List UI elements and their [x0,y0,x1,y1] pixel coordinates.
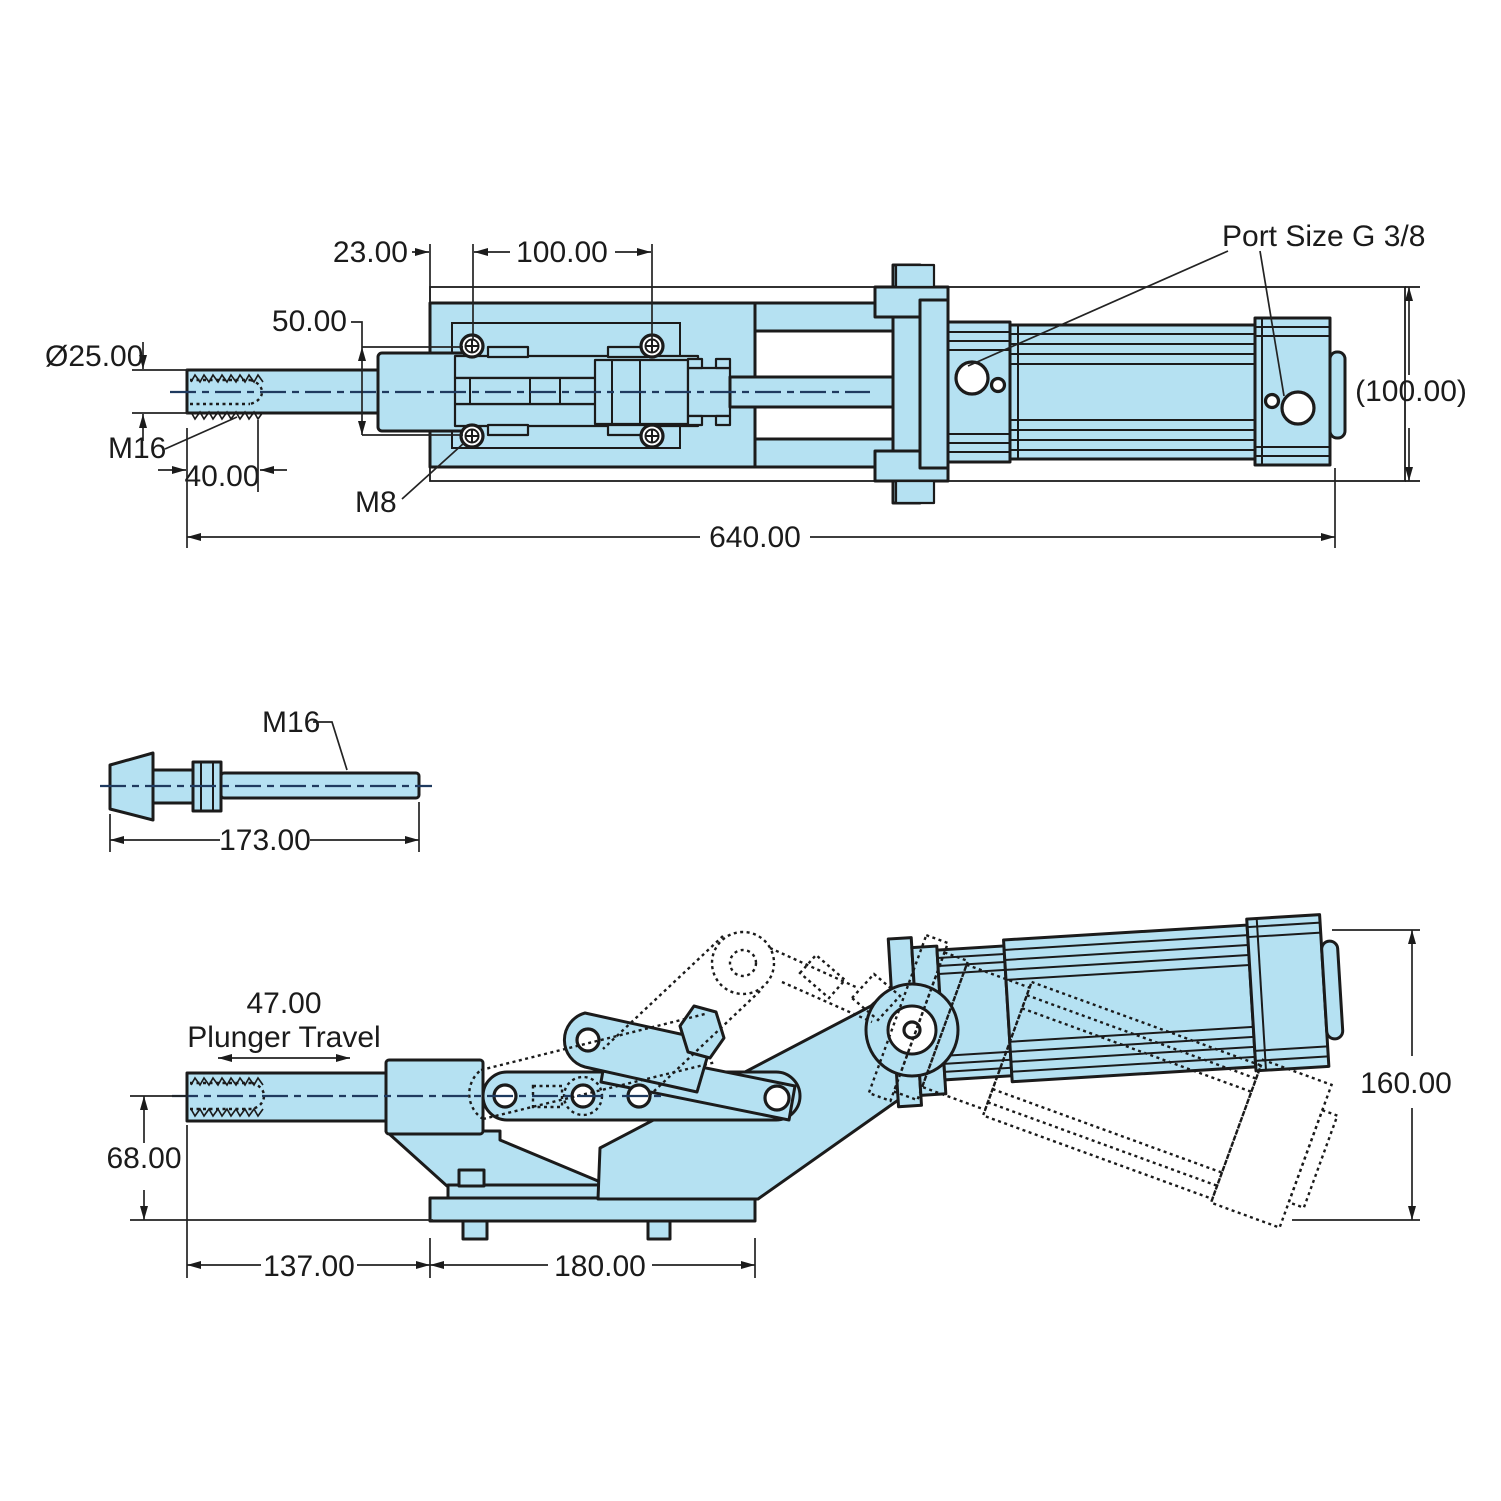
pilot-hole-phantom [190,1081,266,1111]
port-screw-rear [1263,392,1281,410]
dim-160-label: 160.00 [1360,1067,1452,1100]
cylinder-bracket [873,263,950,505]
cushion-boss [1328,350,1347,440]
tube-fins [1010,325,1255,459]
label-m16-detail: M16 [262,706,320,739]
dim-640-label: 640.00 [709,521,801,554]
dim-50-label: 50.00 [272,305,347,338]
link-hole [763,1084,791,1112]
base-foot-left [461,1219,489,1241]
thread-hatch-bottom [190,410,264,421]
top-view: 23.00 100.00 50.00 Ø25.00 M16 [45,220,1467,554]
dim-47-label: 47.00 [246,987,321,1020]
dim-40-label: 40.00 [184,460,259,493]
thread-hatch-top [190,373,264,384]
thread-hatch-top [190,1076,264,1087]
air-port-rear [1280,390,1316,426]
pilot-hole-phantom [190,378,264,406]
spindle-cone-head [108,751,155,822]
label-m16-top: M16 [108,432,166,465]
cushion-boss-side [1320,939,1345,1041]
cylinder-tube [1008,323,1257,461]
pneumatic-cylinder-plan [946,316,1347,467]
base-plate [428,1196,757,1223]
detail-dimensions: 173.00 [109,802,420,857]
clamp-arm-hole [575,1027,601,1053]
m8-screws [459,333,665,449]
base-bolt [457,1168,486,1188]
adjust-hex-nut [678,1004,726,1060]
dim-100-label: 100.00 [516,236,608,269]
head-fins [948,331,1010,453]
dim-100ref-label: (100.00) [1355,375,1467,408]
port-screw-front [989,376,1007,394]
pivot-boss [864,982,960,1078]
body-funnel [384,1129,612,1188]
dim-23-label: 23.00 [333,236,408,269]
base-foot-right [646,1219,672,1241]
dim-dia25-label: Ø25.00 [45,340,143,373]
pneumatic-cylinder-side [886,913,1345,1109]
top-view-dimensions: 23.00 100.00 50.00 Ø25.00 M16 [45,220,1467,554]
side-view-dimensions: 47.00 Plunger Travel 68.00 137.00 180.00 [106,929,1452,1283]
yoke-rail-bottom [753,437,897,469]
air-port-front [954,360,990,396]
dim-180-label: 180.00 [554,1250,646,1283]
label-plunger-travel: Plunger Travel [187,1021,380,1054]
screw [459,423,485,449]
side-view: 47.00 Plunger Travel 68.00 137.00 180.00 [106,913,1452,1283]
label-port-size: Port Size G 3/8 [1222,220,1425,253]
thread-hatch-bottom [190,1107,264,1118]
dim-137-label: 137.00 [263,1250,355,1283]
label-m8: M8 [355,486,397,519]
spindle-detail-view: M16 173.00 [100,706,432,857]
dim-68-label: 68.00 [106,1142,181,1175]
dim-173-label: 173.00 [219,824,311,857]
screw [639,423,665,449]
cap-fins [1255,318,1330,465]
screw [459,333,485,359]
